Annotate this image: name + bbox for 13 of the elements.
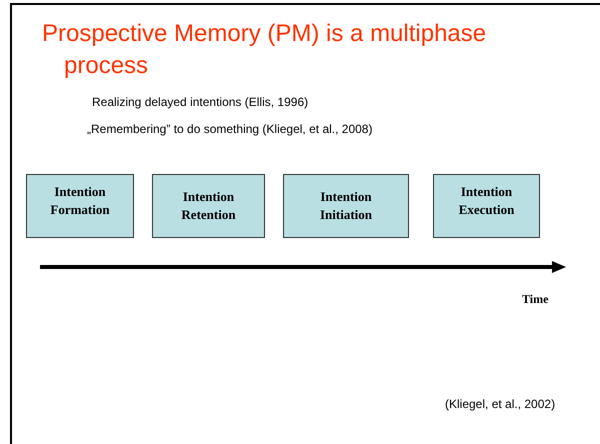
phase-box bbox=[26, 174, 134, 238]
axis-label: Time bbox=[522, 292, 548, 307]
phase-box bbox=[433, 174, 540, 238]
phase-label: Intention Initiation bbox=[318, 188, 373, 224]
subtitle: „Remembering” to do something (Kliegel, et al., 2008) bbox=[87, 122, 372, 136]
subtitle: Realizing delayed intentions (Ellis, 1996) bbox=[92, 95, 308, 109]
slide-title: Prospective Memory (PM) is a multiphase process bbox=[42, 19, 488, 81]
citation: (Kliegel, et al., 2002) bbox=[445, 397, 556, 411]
phase-label: Intention Execution bbox=[458, 183, 516, 219]
phase-label: Intention Formation bbox=[49, 183, 111, 219]
phase-label: Intention Retention bbox=[180, 188, 237, 224]
phase-box bbox=[283, 174, 409, 238]
phase-box bbox=[152, 174, 265, 238]
